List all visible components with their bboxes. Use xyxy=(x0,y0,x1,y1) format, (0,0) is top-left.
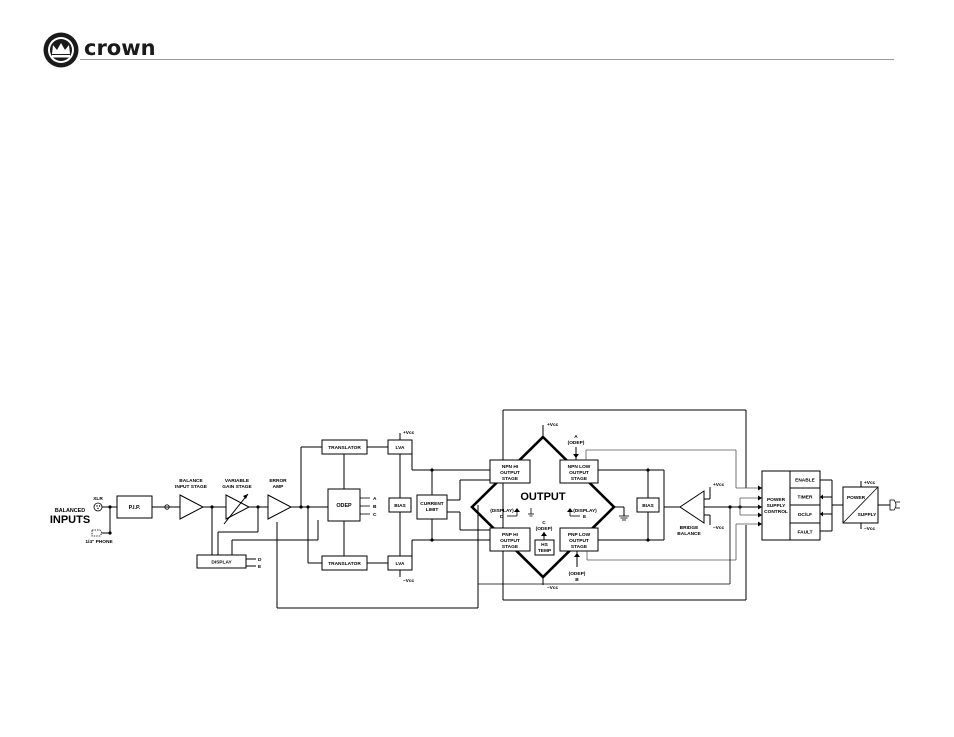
translator-bottom-label: TRANSLATOR xyxy=(328,561,361,567)
odep-a-label: A xyxy=(373,496,377,502)
bridge-top-vcc-label: +Vcc xyxy=(547,422,559,428)
npn-hi-label-3: STAGE xyxy=(502,476,519,482)
xlr-connector-icon xyxy=(93,502,103,512)
display-e-right-label-1: (DISPLAY) xyxy=(573,508,597,514)
bridge-plus-vcc-label: +Vcc xyxy=(713,482,725,488)
psc-label-3: CONTROL xyxy=(764,509,788,515)
bridge-balance-amp xyxy=(679,490,705,524)
b-odep-label-1: (ODEP) xyxy=(569,571,586,577)
ac-plug-icon xyxy=(889,499,900,511)
a-odep-label-1: A xyxy=(574,434,578,440)
fault-label: FAULT xyxy=(797,530,812,536)
output-bridge-diamond xyxy=(470,435,616,579)
npn-low-label-2: OUTPUT xyxy=(569,470,589,476)
npn-low-label-3: STAGE xyxy=(571,476,588,482)
bias-left-label: BIAS xyxy=(394,503,406,509)
display-d-left-label-1: (DISPLAY) xyxy=(490,508,514,514)
display-label: DISPLAY xyxy=(211,560,232,566)
crown-logo-icon xyxy=(43,32,79,68)
bias-right-label: BIAS xyxy=(642,503,654,509)
error-amp xyxy=(267,494,293,520)
gain-stage-label-1: VARIABLE xyxy=(225,478,250,484)
display-d-label: D xyxy=(258,557,262,563)
ps-minus-vcc-label: –Vcc xyxy=(864,526,876,532)
current-limit-label-2: LIMIT xyxy=(426,507,439,513)
error-amp-label-2: AMP xyxy=(273,484,284,490)
pnp-hi-output-stage xyxy=(489,527,531,552)
hs-temp-label-2: TEMP xyxy=(538,548,552,554)
page-header: crown xyxy=(0,0,954,70)
npn-hi-label-1: NPN HI xyxy=(502,464,519,470)
header-divider xyxy=(80,59,894,60)
pnp-hi-label-2: OUTPUT xyxy=(500,538,520,544)
balance-input-stage-amp xyxy=(179,494,205,520)
phone-jack-icon xyxy=(91,529,103,537)
bias-right-block xyxy=(636,497,660,513)
enable-label: ENABLE xyxy=(795,478,816,484)
inputs-label-group: BALANCED INPUTS XLR 1/4" PHONE xyxy=(50,496,114,545)
current-limit-label-1: CURRENT xyxy=(420,501,444,507)
current-limit-block xyxy=(416,494,448,520)
odep-label: ODEP xyxy=(336,503,352,509)
psc-label-1: POWER xyxy=(767,497,786,503)
bridge-balance-label-1: BRIDGE xyxy=(680,525,699,531)
lva-top-vcc-label: +Vcc xyxy=(403,430,415,436)
a-odep-label-2: (ODEP) xyxy=(568,440,585,446)
bridge-minus-vcc-label: –Vcc xyxy=(713,525,725,531)
phone-label: 1/4" PHONE xyxy=(85,539,113,545)
bridge-balance-label-2: BALANCE xyxy=(677,531,701,537)
lva-top-label: LVA xyxy=(396,445,405,451)
xlr-label: XLR xyxy=(93,496,103,502)
pnp-hi-label-1: PNP HI xyxy=(502,532,519,538)
balanced-label: BALANCED xyxy=(55,508,85,514)
hs-temp-label-1: HS xyxy=(541,542,548,548)
lva-bottom-label: LVA xyxy=(396,561,405,567)
brand-wordmark: crown xyxy=(84,36,156,60)
c-odep-label-2: (ODEP) xyxy=(536,526,553,532)
pnp-hi-label-3: STAGE xyxy=(502,544,519,550)
odep-c-label: C xyxy=(373,512,377,518)
balance-stage-label-2: INPUT STAGE xyxy=(175,484,208,490)
npn-hi-output-stage xyxy=(489,459,531,484)
power-supply-label-1: POWER xyxy=(847,495,866,501)
bias-left-block xyxy=(388,497,412,513)
inputs-label: INPUTS xyxy=(50,514,90,526)
pip-label: P.I.P. xyxy=(129,505,141,511)
display-d-left-label-2: D xyxy=(500,514,504,520)
hs-temp-block xyxy=(534,539,555,556)
npn-low-output-stage xyxy=(559,459,599,484)
power-supply-label-2: SUPPLY xyxy=(858,512,878,518)
gain-stage-label-2: GAIN STAGE xyxy=(222,484,252,490)
pnp-low-label-1: PNP LOW xyxy=(568,532,591,538)
pnp-low-label-2: OUTPUT xyxy=(569,538,589,544)
ps-plus-vcc-label: +Vcc xyxy=(864,480,876,486)
psc-label-2: SUPPLY xyxy=(767,503,787,509)
output-label: OUTPUT xyxy=(520,491,566,503)
bridge-bottom-vcc-label: –Vcc xyxy=(547,585,559,591)
display-e-label: E xyxy=(258,564,262,570)
display-block xyxy=(196,554,247,569)
npn-hi-label-2: OUTPUT xyxy=(500,470,520,476)
timer-label: TIMER xyxy=(798,495,813,501)
npn-low-label-1: NPN LOW xyxy=(568,464,591,470)
b-odep-label-2: B xyxy=(575,577,579,583)
balance-stage-label-1: BALANCE xyxy=(179,478,203,484)
translator-top-label: TRANSLATOR xyxy=(328,445,361,451)
pnp-low-label-3: STAGE xyxy=(571,544,588,550)
odep-b-label: B xyxy=(373,504,377,510)
display-e-right-label-2: E xyxy=(583,514,587,520)
lva-bottom-vcc-label: –Vcc xyxy=(403,578,415,584)
error-amp-label-1: ERROR xyxy=(269,478,287,484)
c-odep-label-1: C xyxy=(542,520,546,526)
dc-lf-label: DC/LF xyxy=(798,512,812,518)
